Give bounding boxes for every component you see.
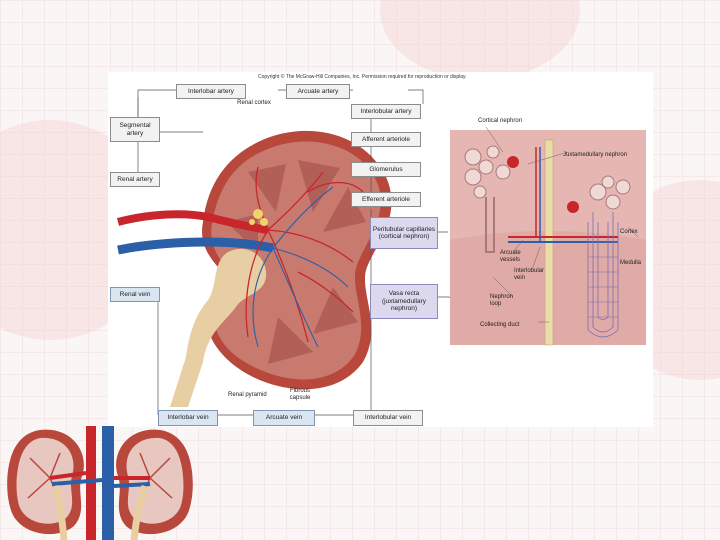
arcuate-artery-box: Arcuate artery <box>286 84 350 99</box>
renal-pyramid <box>313 287 358 334</box>
copyright-caption: Copyright © The McGraw-Hill Companies, I… <box>258 74 467 80</box>
fat-deposit <box>249 219 255 225</box>
renal-cortex-label: Renal cortex <box>237 100 271 106</box>
arcuate-vessels-label: Arcuate vessels <box>500 250 521 263</box>
renal-circulation-diagram <box>116 89 646 416</box>
peritubular-capillaries-box: Peritubular capillaries (cortical nephro… <box>370 217 438 249</box>
renal-pyramid <box>323 187 366 232</box>
cortex-label: Cortex <box>620 229 638 235</box>
fat-deposit <box>260 218 268 226</box>
renal-pyramid-label: Renal pyramid <box>228 392 267 398</box>
diagram-panel: Copyright © The McGraw-Hill Companies, I… <box>108 72 653 427</box>
renal-artery-box: Renal artery <box>110 172 160 187</box>
glomerulus-juxtamedullary <box>567 201 579 213</box>
medulla-label: Medulla <box>620 260 642 266</box>
renal-artery <box>116 210 269 234</box>
vein-branches <box>252 186 349 348</box>
nephron-loop-label: Nephron loop <box>490 294 514 307</box>
left-ureter <box>51 485 68 540</box>
interlobular-vein-box: Interlobular vein <box>353 410 423 426</box>
inset-leaders <box>485 126 639 323</box>
renal-vein-box: Renal vein <box>110 287 160 302</box>
vasa-recta-box: Vasa recta (juxtamedullary nephron) <box>370 284 438 319</box>
vasa-recta-rungs <box>588 241 618 318</box>
afferent-arteriole-box: Afferent arteriole <box>351 132 421 147</box>
arcuate-vein-box: Arcuate vein <box>253 410 315 426</box>
interlobular-vein-label: Interlobular vein <box>514 268 545 281</box>
collecting-duct-label: Collecting duct <box>480 322 520 328</box>
renal-pelvis <box>170 248 267 407</box>
renal-vein <box>117 237 274 255</box>
efferent-arteriole-box: Efferent arteriole <box>351 192 421 207</box>
segmental-artery-box: Segmental artery <box>110 117 160 142</box>
aorta <box>86 426 96 540</box>
right-ureter <box>130 485 149 540</box>
nephron-inset <box>450 130 646 346</box>
cortical-nephron-label: Cortical nephron <box>478 118 523 124</box>
interlobar-artery-box: Interlobar artery <box>176 84 246 99</box>
interlobular-artery-box: Interlobular artery <box>351 104 421 119</box>
artery-branches <box>245 166 364 343</box>
interlobar-vein-box: Interlobar vein <box>158 410 218 426</box>
glomerulus-box: Glomerulus <box>351 162 421 177</box>
juxtamedullary-nephron-label: Juxtamedullary nephron <box>563 152 628 158</box>
renal-pyramid <box>248 164 286 212</box>
fibrous-capsule-label: Fibrous capsule <box>289 388 311 401</box>
kidney-pair-illustration <box>7 426 193 540</box>
fat-deposit <box>253 209 263 219</box>
vena-cava <box>102 426 114 540</box>
renal-pyramid <box>268 317 313 364</box>
glomerulus-cortical <box>507 156 519 168</box>
